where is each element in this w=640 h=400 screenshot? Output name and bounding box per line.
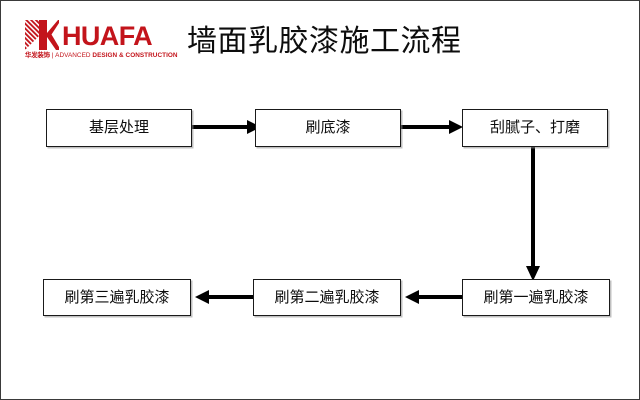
flow-node-primer[interactable]: 刷底漆 (255, 109, 401, 147)
huafa-k-mark-icon (25, 20, 59, 50)
logo-tagline-separator: | (49, 52, 56, 59)
arrow-n2-to-n3 (399, 119, 463, 135)
logo-tagline-cn: 华发装饰 (25, 52, 50, 59)
flow-node-putty-sanding[interactable]: 刮腻子、打磨 (462, 109, 608, 147)
page-title: 墙面乳胶漆施工流程 (187, 25, 462, 58)
flow-node-label: 刷第三遍乳胶漆 (64, 288, 170, 306)
huafa-logo: HUAFA 华发装饰 | ADVANCED DESIGN & CONSTRUCT… (25, 19, 178, 65)
logo-tagline-advanced: ADVANCED (55, 52, 93, 59)
flow-node-label: 刮腻子、打磨 (489, 119, 580, 136)
flow-node-first-latex-coat[interactable]: 刷第一遍乳胶漆 (462, 279, 610, 316)
flow-node-third-latex-coat[interactable]: 刷第三遍乳胶漆 (43, 279, 191, 316)
flow-node-label: 刷第二遍乳胶漆 (274, 288, 380, 306)
slide-header: HUAFA 华发装饰 | ADVANCED DESIGN & CONSTRUCT… (1, 1, 639, 87)
flow-node-label: 刷第一遍乳胶漆 (483, 288, 589, 306)
arrow-n4-to-n5 (405, 289, 465, 305)
flow-node-second-latex-coat[interactable]: 刷第二遍乳胶漆 (253, 279, 401, 316)
logo-tagline-design-construction: DESIGN & CONSTRUCTION (92, 52, 178, 59)
logo-tagline: 华发装饰 | ADVANCED DESIGN & CONSTRUCTION (25, 52, 178, 60)
arrow-n3-to-n4 (525, 146, 541, 281)
logo-wordmark: HUAFA (62, 21, 153, 51)
arrow-n1-to-n2 (191, 119, 261, 135)
logo-row: HUAFA (25, 19, 175, 50)
arrow-n5-to-n6 (195, 289, 255, 305)
flow-node-label: 刷底漆 (305, 119, 351, 136)
flow-node-label: 基层处理 (88, 119, 149, 136)
flow-node-base-treatment[interactable]: 基层处理 (46, 109, 192, 147)
